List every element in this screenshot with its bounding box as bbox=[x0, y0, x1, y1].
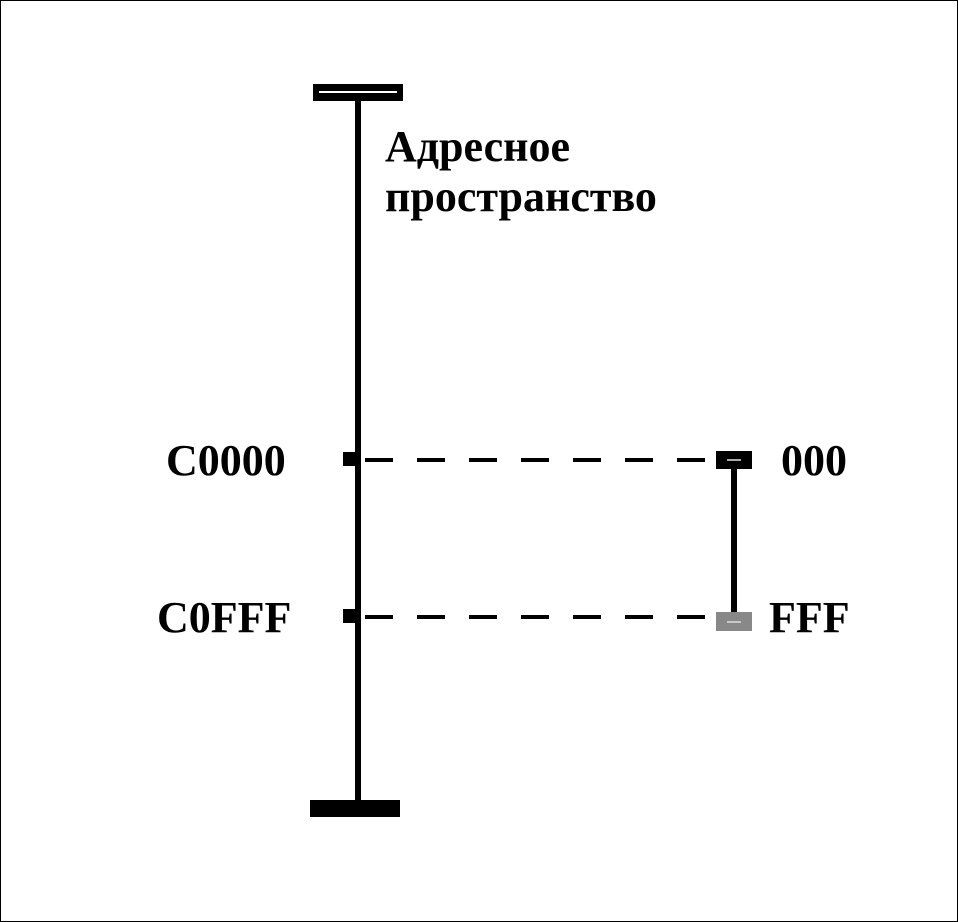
segment-start-label: 000 bbox=[781, 436, 847, 485]
segment-end-label: FFF bbox=[769, 593, 850, 642]
tick-c0fff bbox=[343, 609, 359, 623]
address-space-bottom-cap bbox=[310, 800, 400, 817]
address-end-label: C0FFF bbox=[157, 593, 292, 642]
tick-c0000 bbox=[343, 452, 359, 466]
diagram-title: Адресное пространство bbox=[385, 122, 657, 222]
title-line-2: пространство bbox=[385, 172, 657, 221]
title-line-1: Адресное bbox=[385, 122, 570, 171]
address-start-label: C0000 bbox=[166, 436, 286, 485]
